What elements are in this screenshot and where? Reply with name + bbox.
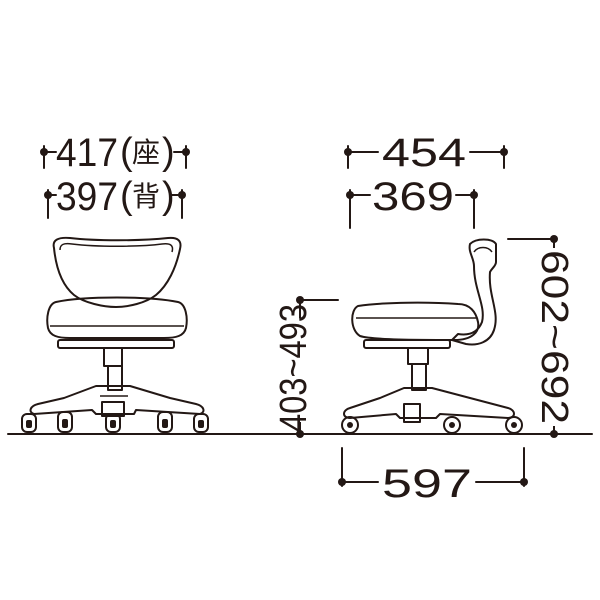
svg-text:(: ( xyxy=(120,175,133,217)
seat-width-label: 座 xyxy=(132,136,160,169)
front-view-chair xyxy=(21,236,209,433)
side-view-chair xyxy=(341,238,523,434)
front-gas-column xyxy=(103,347,123,367)
svg-text:): ) xyxy=(162,175,175,217)
dimension-seat-width: 417 ( 座 ) xyxy=(40,131,190,175)
svg-text:(: ( xyxy=(120,131,133,173)
depth-overall-value: 454 xyxy=(382,131,466,175)
depth-seat-value: 369 xyxy=(372,175,454,219)
dimension-seat-height: 403~493 xyxy=(273,296,339,438)
side-seat xyxy=(351,301,480,341)
side-casters xyxy=(341,416,523,434)
svg-text:): ) xyxy=(162,131,175,173)
back-width-value: 397 xyxy=(56,175,118,219)
back-width-label: 背 xyxy=(132,180,160,213)
side-back-frame xyxy=(451,238,497,346)
front-backrest xyxy=(52,236,182,308)
dimension-depth-overall: 454 xyxy=(344,131,508,175)
dimension-total-height: 602~692 xyxy=(507,235,575,438)
dimension-back-width: 397 ( 背 ) xyxy=(44,175,186,219)
side-star-base xyxy=(343,387,515,419)
front-casters xyxy=(21,411,209,433)
total-height-value: 602~692 xyxy=(533,250,575,424)
front-star-base xyxy=(29,385,205,415)
side-gas-column xyxy=(407,347,429,365)
base-depth-value: 597 xyxy=(382,462,472,506)
seat-height-value: 403~493 xyxy=(273,304,315,432)
dimension-base-depth: 597 xyxy=(338,447,528,506)
front-seat xyxy=(46,296,188,339)
seat-width-value: 417 xyxy=(56,131,118,175)
dimension-depth-seat: 369 xyxy=(346,175,478,229)
